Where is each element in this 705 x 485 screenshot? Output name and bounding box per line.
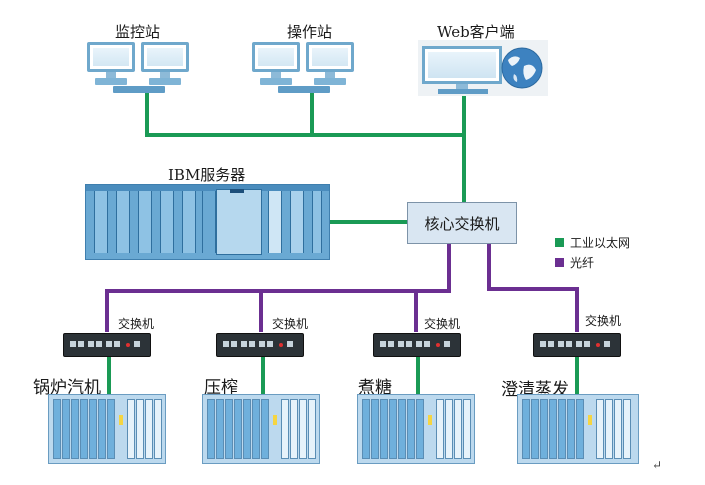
area-label-3: 煮糖 xyxy=(358,378,392,398)
plc-rack-2[interactable] xyxy=(202,394,320,464)
plc-rack-3[interactable] xyxy=(357,394,475,464)
access-switch-label-4: 交换机 xyxy=(585,314,622,328)
globe-icon xyxy=(501,47,543,89)
server-front-panel xyxy=(216,189,262,255)
monitor-screen-left xyxy=(87,42,135,72)
legend-ethernet-swatch xyxy=(555,238,564,247)
plc-rack-4[interactable] xyxy=(517,394,639,464)
legend-ethernet-label: 工业以太网 xyxy=(570,236,631,250)
web-client-screen xyxy=(422,46,502,84)
operator-station-computer[interactable] xyxy=(250,42,360,94)
access-switch-label-2: 交换机 xyxy=(272,317,309,331)
ibm-server[interactable] xyxy=(85,184,330,260)
fiber-links xyxy=(105,244,579,332)
operator-screen-left xyxy=(252,42,300,72)
access-switch-label-1: 交换机 xyxy=(118,317,155,331)
area-label-1: 锅炉汽机 xyxy=(33,378,101,398)
legend-fiber-swatch xyxy=(555,258,564,267)
plc-rack-1[interactable] xyxy=(48,394,166,464)
server-label: IBM服务器 xyxy=(168,166,246,184)
operator-station-label: 操作站 xyxy=(287,23,333,41)
area-label-2: 压榨 xyxy=(204,378,238,398)
access-switch-3[interactable] xyxy=(373,333,461,357)
fiber-ring-right xyxy=(487,244,579,332)
fiber-ring-left xyxy=(105,244,451,332)
access-switch-4[interactable] xyxy=(533,333,621,357)
ethernet-links xyxy=(107,92,579,395)
web-client-label: Web客户端 xyxy=(437,23,515,41)
web-client-computer[interactable] xyxy=(418,40,548,96)
monitor-station-label: 监控站 xyxy=(115,23,161,41)
legend-fiber-label: 光纤 xyxy=(570,256,595,270)
monitor-station-computer[interactable] xyxy=(85,42,195,94)
access-switch-label-3: 交换机 xyxy=(424,317,461,331)
access-switch-2[interactable] xyxy=(216,333,304,357)
corner-mark: ↵ xyxy=(652,458,663,472)
operator-screen-right xyxy=(306,42,354,72)
monitor-screen-right xyxy=(141,42,189,72)
core-switch[interactable]: 核心交换机 xyxy=(407,202,517,244)
access-switch-1[interactable] xyxy=(63,333,151,357)
